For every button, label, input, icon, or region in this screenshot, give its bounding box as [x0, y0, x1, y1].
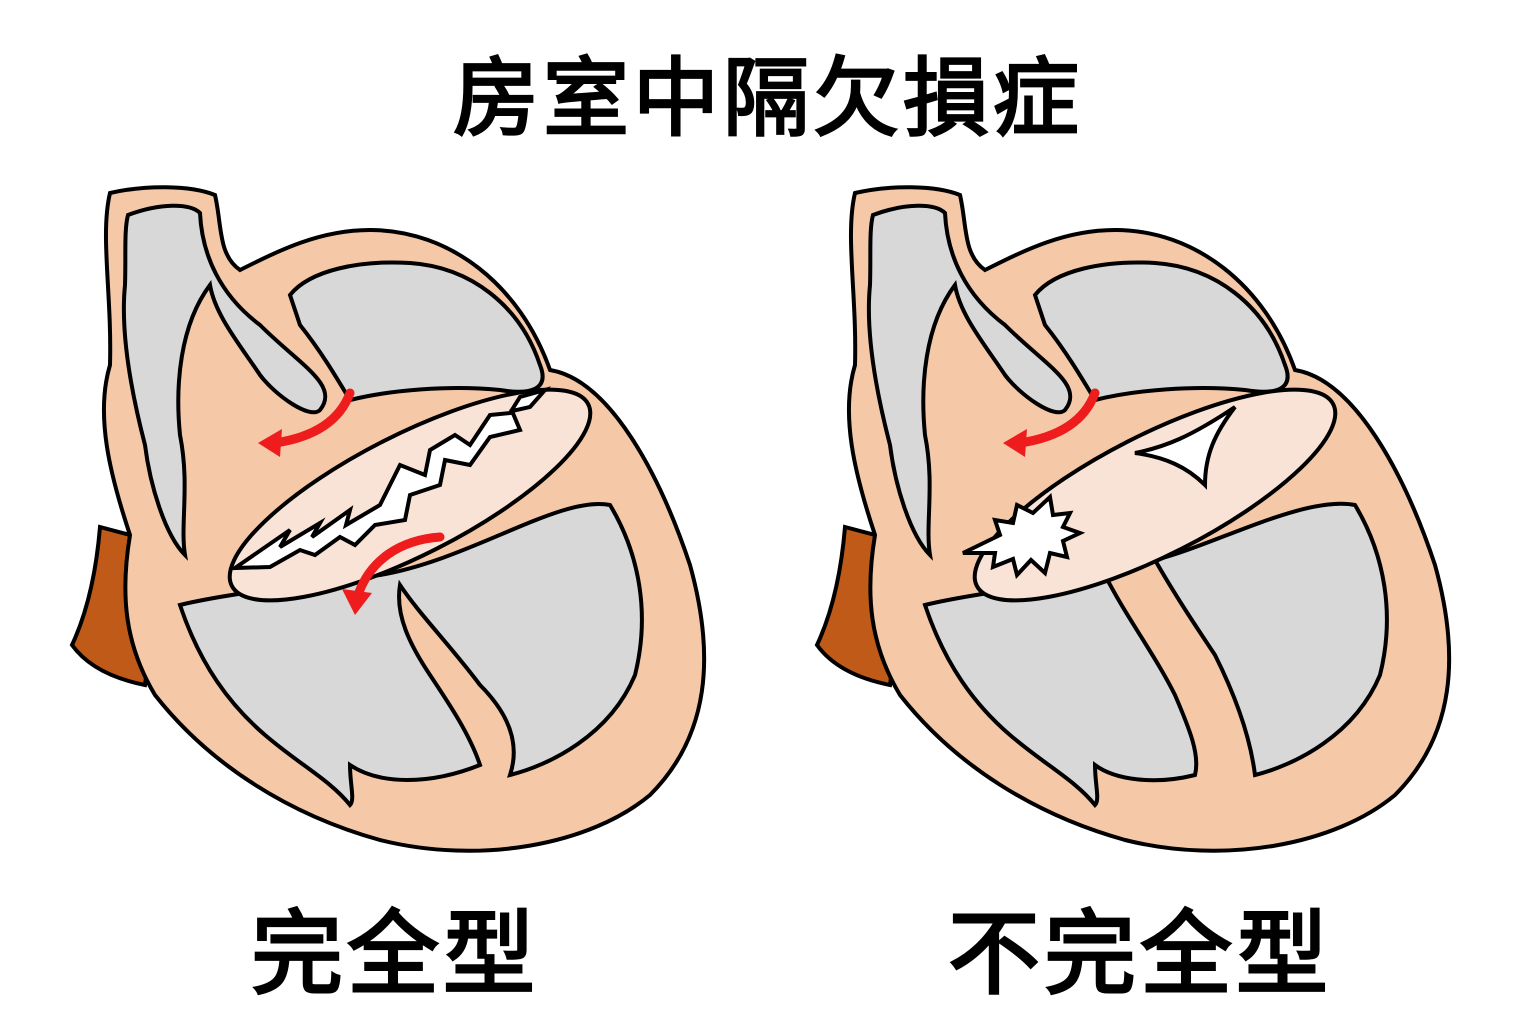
shunt-arrow-head [1003, 429, 1027, 457]
shunt-arrow-lower-head [342, 589, 372, 615]
septal-defect-small [962, 492, 1086, 580]
shunt-arrow-lower [353, 532, 445, 600]
ventricle-cavity-right [1151, 501, 1389, 778]
shunt-arrow-upper [270, 388, 355, 448]
ventricle-cavity [177, 501, 644, 808]
label-complete-type: 完全型 [250, 901, 539, 1008]
atrium-cavity [121, 203, 328, 561]
diagram-title: 房室中隔欠損症 [453, 49, 1083, 149]
heart-complete-type [69, 185, 707, 853]
atrium-cavity [866, 203, 1073, 561]
heart-incomplete-type [814, 185, 1452, 853]
shunt-arrow-upper-head [258, 429, 282, 457]
septal-defect-large [228, 386, 551, 571]
label-incomplete-type: 不完全型 [947, 901, 1332, 1008]
valve-cleft [1134, 405, 1237, 490]
shunt-arrow [1015, 388, 1100, 448]
